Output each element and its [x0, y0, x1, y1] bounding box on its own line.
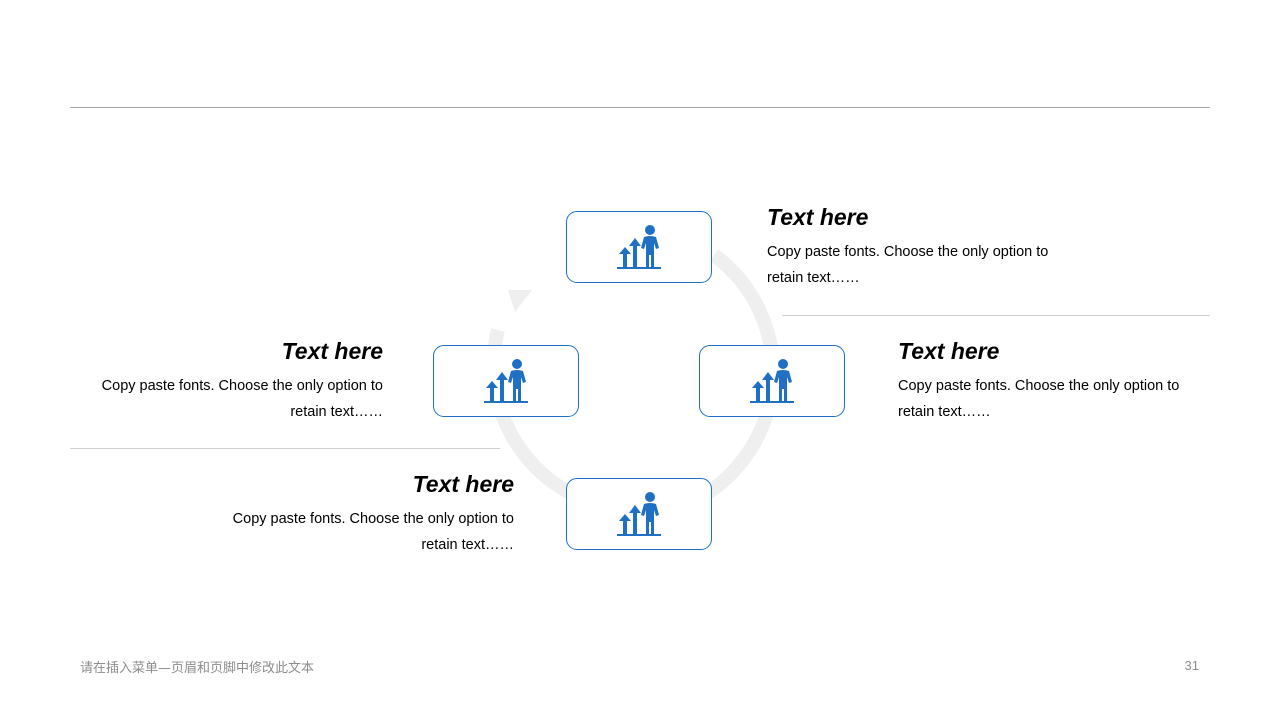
block-description-line: Copy paste fonts. Choose the only option…	[898, 378, 1180, 394]
block-description: Copy paste fonts. Choose the only option…	[898, 373, 1208, 425]
block-description-line: Copy paste fonts. Choose the only option…	[767, 244, 1049, 260]
footer-text: 请在插入菜单—页眉和页脚中修改此文本	[80, 661, 315, 676]
header-divider	[70, 107, 1210, 108]
block-description-line: retain text……	[421, 537, 514, 553]
block-description-line: retain text……	[767, 270, 860, 286]
block-title: Text here	[767, 204, 869, 230]
block-description: Copy paste fonts. Choose the only option…	[767, 239, 1097, 291]
left-divider	[70, 448, 500, 449]
text-block-left: Text here Copy paste fonts. Choose the o…	[60, 337, 383, 425]
cycle-node-bottom[interactable]	[566, 478, 712, 550]
growth-person-icon	[484, 359, 528, 403]
block-description-line: retain text……	[290, 404, 383, 420]
cycle-node-left[interactable]	[433, 345, 579, 417]
right-divider	[782, 315, 1210, 316]
page-number: 31	[1184, 658, 1199, 673]
block-title: Text here	[412, 471, 514, 497]
text-block-right: Text here Copy paste fonts. Choose the o…	[898, 337, 1208, 425]
growth-person-icon	[617, 225, 661, 269]
block-description-line: Copy paste fonts. Choose the only option…	[101, 378, 383, 394]
growth-person-icon	[617, 492, 661, 536]
block-description: Copy paste fonts. Choose the only option…	[190, 506, 514, 558]
block-title: Text here	[281, 338, 383, 364]
block-description: Copy paste fonts. Choose the only option…	[60, 373, 383, 425]
cycle-node-top[interactable]	[566, 211, 712, 283]
block-title: Text here	[898, 338, 1000, 364]
block-description-line: Copy paste fonts. Choose the only option…	[232, 511, 514, 527]
cycle-arrowhead	[508, 290, 532, 312]
text-block-top: Text here Copy paste fonts. Choose the o…	[767, 203, 1097, 291]
growth-person-icon	[750, 359, 794, 403]
block-description-line: retain text……	[898, 404, 991, 420]
cycle-node-right[interactable]	[699, 345, 845, 417]
text-block-bottom: Text here Copy paste fonts. Choose the o…	[190, 470, 514, 558]
